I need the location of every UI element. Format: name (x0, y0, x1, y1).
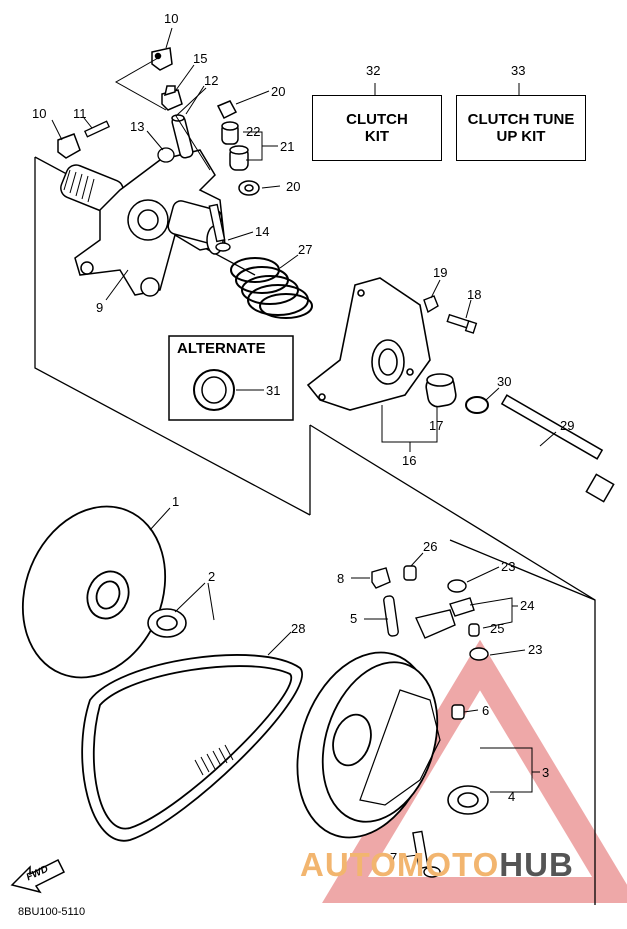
part18-bolt (446, 313, 478, 334)
callout-10-left: 10 (32, 106, 46, 121)
callout-6: 6 (482, 703, 489, 718)
part28-belt (81, 654, 303, 842)
callout-17: 17 (429, 418, 443, 433)
callout-23-bottom: 23 (528, 642, 542, 657)
callout-30: 30 (497, 374, 511, 389)
part21-bushing (229, 145, 249, 171)
part29-long-bolt (500, 394, 615, 503)
callout-12: 12 (204, 73, 218, 88)
secondary-sheave (296, 651, 441, 839)
part1-sheave (21, 505, 167, 679)
part7-bolt (412, 830, 441, 878)
watermark-hub: HUB (499, 846, 574, 883)
callout-14: 14 (255, 224, 269, 239)
callout-33: 33 (511, 63, 525, 78)
part27-spring (230, 257, 313, 319)
diagram-code: 8BU100-5110 (18, 906, 86, 918)
part17-bushing (425, 373, 457, 408)
part4-bushing (447, 785, 489, 815)
part11-pin (83, 120, 111, 138)
part10-left-roller (57, 133, 81, 159)
watermark-auto: AUTO (300, 846, 397, 883)
part19-nut (423, 295, 439, 314)
callout-20-bottom: 20 (286, 179, 300, 194)
clutch-tune-up-kit-box: CLUTCH TUNE UP KIT (456, 95, 586, 161)
callout-18: 18 (467, 287, 481, 302)
callout-10-top: 10 (164, 11, 178, 26)
part23-washers (447, 579, 489, 661)
watermark-text: AUTOMOTOHUB (300, 846, 574, 884)
primary-spider-part9 (60, 149, 226, 297)
callout-28: 28 (291, 621, 305, 636)
clutch-kit-label: CLUTCH KIT (346, 111, 408, 145)
callout-21: 21 (280, 139, 294, 154)
part24-weight (415, 597, 475, 639)
part16-cover (306, 277, 431, 411)
callout-15: 15 (193, 51, 207, 66)
callout-8: 8 (337, 571, 344, 586)
callout-23-top: 23 (501, 559, 515, 574)
callout-25: 25 (490, 621, 504, 636)
part20-washer-bottom (238, 180, 260, 196)
callout-13: 13 (130, 119, 144, 134)
clutch-tune-up-kit-label: CLUTCH TUNE UP KIT (467, 111, 575, 145)
part30-clip (465, 396, 489, 414)
part2-bushing (147, 608, 187, 638)
callout-20-top: 20 (271, 84, 285, 99)
callout-11: 11 (73, 106, 87, 121)
callout-labels: 10 15 12 20 10 11 13 22 21 20 14 27 9 32… (32, 11, 574, 865)
callout-19: 19 (433, 265, 447, 280)
callout-24: 24 (520, 598, 534, 613)
part8-nut (371, 567, 391, 589)
callout-22: 22 (246, 124, 260, 139)
callout-26: 26 (423, 539, 437, 554)
callout-4: 4 (508, 789, 515, 804)
part22-bushing (221, 121, 239, 145)
callout-1: 1 (172, 494, 179, 509)
part12-shaft (171, 114, 194, 159)
part15-nut (161, 85, 183, 111)
callout-2: 2 (208, 569, 215, 584)
alternate-box (168, 335, 294, 421)
part25-bushing (468, 623, 480, 637)
callout-16: 16 (402, 453, 416, 468)
callout-3: 3 (542, 765, 549, 780)
callout-9: 9 (96, 300, 103, 315)
callout-31: 31 (266, 383, 280, 398)
part13-bushing (157, 147, 175, 163)
watermark-moto: MOTO (396, 846, 500, 883)
part26-cap (403, 565, 417, 581)
part6-screw (451, 704, 465, 720)
callout-29: 29 (560, 418, 574, 433)
part10-top-roller (151, 47, 173, 71)
callout-7: 7 (390, 850, 397, 865)
callout-5: 5 (350, 611, 357, 626)
part20-washer-top (216, 100, 238, 120)
alternate-label: ALTERNATE (177, 340, 266, 357)
callout-27: 27 (298, 242, 312, 257)
part14-bolt (208, 203, 231, 252)
callout-32: 32 (366, 63, 380, 78)
part5-pin (383, 595, 399, 637)
fwd-arrow-icon (10, 858, 66, 894)
leader-lines (51, 27, 557, 858)
clutch-kit-box: CLUTCH KIT (312, 95, 442, 161)
